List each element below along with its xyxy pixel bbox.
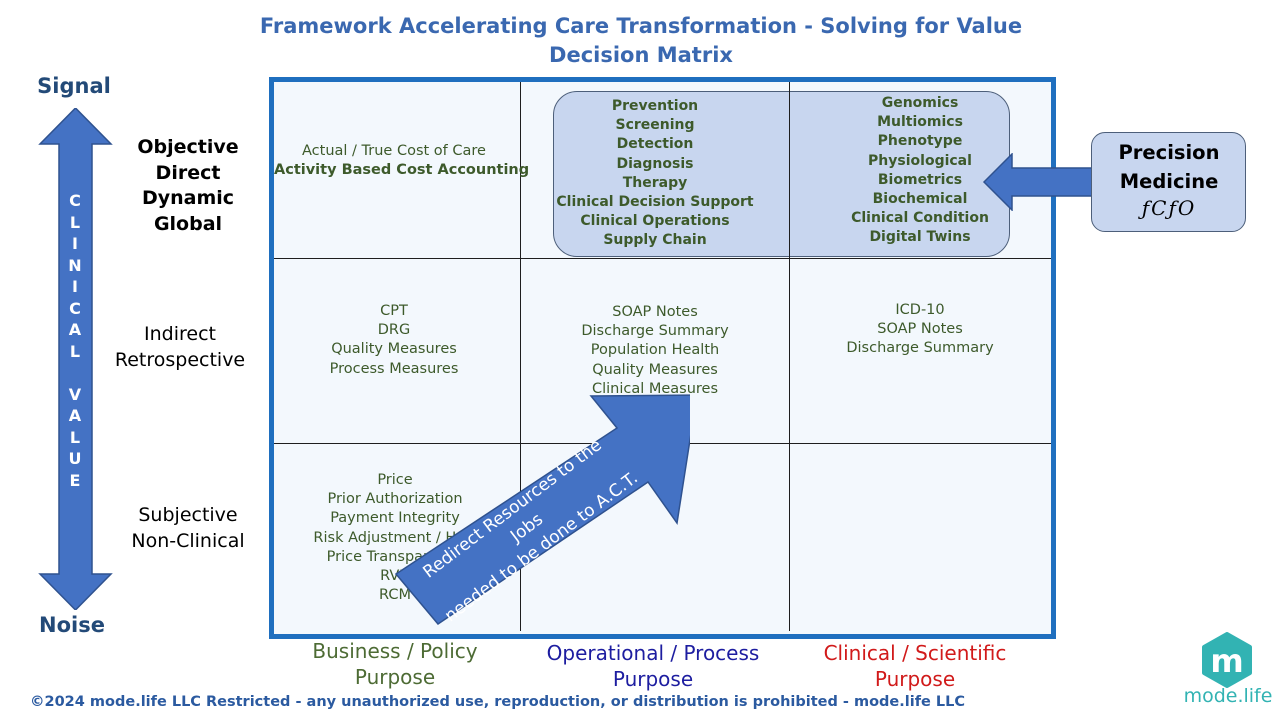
- title-line-1: Framework Accelerating Care Transformati…: [259, 14, 1023, 38]
- row-label-line: Retrospective: [114, 348, 246, 371]
- cell-line: Discharge Summary: [581, 323, 729, 340]
- row-label-line: Objective: [137, 136, 239, 158]
- column-label-line: Purpose: [874, 667, 956, 691]
- cell-line: Detection: [616, 136, 694, 153]
- precision-highlight-region: [553, 91, 1010, 257]
- grid-divider: [274, 258, 1051, 259]
- axis-vertical-letter: N: [68, 255, 82, 275]
- column-label-line: Operational / Process: [546, 641, 760, 665]
- cell-r1c2: Prevention Screening Detection Diagnosis…: [535, 97, 775, 251]
- row-label-objective: Objective Direct Dynamic Global: [108, 135, 268, 237]
- cell-line: RCM: [379, 587, 411, 604]
- cell-line: Process Measures: [329, 360, 459, 377]
- cell-line: Screening: [615, 117, 695, 134]
- cell-line: Quality Measures: [592, 361, 718, 378]
- axis-vertical-letter: I: [72, 277, 78, 296]
- axis-vertical-letter: L: [69, 212, 81, 232]
- cell-line: Digital Twins: [869, 229, 971, 246]
- cell-line: Risk Adjustment / HCC: [313, 529, 477, 546]
- precision-medicine-line: Medicine: [1119, 170, 1219, 193]
- axis-vertical-letter: L: [69, 427, 81, 447]
- cell-line: ICD-10: [895, 302, 945, 318]
- axis-vertical-letter: L: [69, 341, 81, 361]
- row-label-line: Direct: [155, 161, 221, 184]
- cell-r1c3: Genomics Multiomics Phenotype Physiologi…: [800, 94, 1040, 248]
- row-label-line: Non-Clinical: [131, 529, 245, 552]
- left-arrow-icon: [982, 153, 1093, 211]
- cell-line: DRG: [377, 322, 411, 339]
- axis-vertical-letter: E: [69, 470, 81, 490]
- cell-line: SOAP Notes: [612, 304, 698, 320]
- cell-line: Population Health: [590, 342, 720, 359]
- cell-r2c2: SOAP Notes Discharge Summary Population …: [535, 303, 775, 399]
- precision-medicine-box: [1091, 132, 1246, 232]
- cell-line: Multiomics: [877, 114, 963, 131]
- axis-top-label: Signal: [37, 74, 111, 98]
- axis-vertical-letter: A: [68, 320, 82, 339]
- axis-vertical-letter: U: [68, 449, 82, 468]
- axis-vertical-letter: A: [68, 406, 82, 425]
- row-label-line: Dynamic: [141, 187, 235, 209]
- double-arrow-vertical-icon: [38, 108, 113, 610]
- precision-medicine-formula: ƒCƒO: [1141, 196, 1197, 220]
- diagonal-arrow-icon: [394, 394, 690, 625]
- axis-vertical-letter: I: [72, 234, 78, 253]
- copyright-footer: ©2024 mode.life LLC Restricted - any una…: [30, 694, 966, 710]
- cell-line: Actual / True Cost of Care: [302, 143, 486, 159]
- column-label-business: Business / Policy Purpose: [255, 638, 535, 690]
- cell-line: Clinical Decision Support: [556, 194, 754, 211]
- cell-line: CPT: [380, 303, 408, 319]
- row-label-indirect: Indirect Retrospective: [100, 322, 260, 373]
- column-label-line: Clinical / Scientific: [823, 641, 1007, 665]
- grid-divider: [789, 91, 790, 257]
- cell-line: Therapy: [622, 174, 688, 191]
- column-label-line: Purpose: [612, 667, 694, 691]
- cell-line: Physiological: [868, 152, 972, 169]
- logo-wordmark: mode.life: [1183, 685, 1273, 707]
- cell-line: Biochemical: [872, 191, 968, 208]
- cell-line: Genomics: [881, 95, 959, 111]
- grid-divider: [789, 82, 790, 631]
- axis-vertical-letter: C: [69, 298, 81, 318]
- precision-medicine-line: Precision: [1118, 141, 1220, 164]
- cell-line: Discharge Summary: [846, 340, 994, 357]
- cell-line: Quality Measures: [331, 341, 457, 358]
- cell-line: Supply Chain: [603, 232, 707, 249]
- axis-vertical-letter: V: [68, 384, 82, 404]
- column-label-clinical: Clinical / Scientific Purpose: [775, 640, 1055, 692]
- diagram-title: Framework Accelerating Care Transformati…: [0, 12, 1280, 70]
- cell-line: Clinical Measures: [591, 380, 719, 397]
- cell-line: Payment Integrity: [330, 510, 460, 527]
- cell-r3c1: Price Prior Authorization Payment Integr…: [275, 471, 515, 605]
- cell-line: Clinical Condition: [851, 210, 989, 227]
- precision-medicine-label: Precision Medicine: [1091, 138, 1247, 196]
- mode-life-logo-icon: m: [1202, 632, 1252, 688]
- grid-divider: [520, 82, 521, 631]
- cell-r2c3: ICD-10 SOAP Notes Discharge Summary: [800, 301, 1040, 359]
- column-label-operational: Operational / Process Purpose: [513, 640, 793, 692]
- cell-line: Phenotype: [877, 133, 963, 150]
- cell-r1c1: Actual / True Cost of Care Activity Base…: [274, 142, 530, 180]
- cell-line: Clinical Operations: [580, 213, 730, 230]
- cell-line: SOAP Notes: [877, 321, 963, 338]
- column-label-line: Purpose: [354, 665, 436, 689]
- axis-bottom-label: Noise: [39, 613, 105, 637]
- cell-line: Price: [377, 472, 413, 488]
- title-line-2: Decision Matrix: [549, 43, 733, 67]
- cell-line: Activity Based Cost Accounting: [274, 162, 530, 179]
- cell-line: Prevention: [611, 98, 699, 114]
- row-label-line: Global: [153, 212, 223, 235]
- cell-line: Biometrics: [877, 171, 963, 188]
- column-label-line: Business / Policy: [312, 639, 478, 663]
- row-label-line: Indirect: [144, 323, 216, 345]
- cell-line: Diagnosis: [616, 155, 694, 172]
- cell-r2c1: CPT DRG Quality Measures Process Measure…: [274, 302, 514, 379]
- logo-letter: m: [1210, 642, 1243, 680]
- axis-vertical-letter: C: [69, 191, 81, 210]
- cell-line: Prior Authorization: [327, 491, 463, 508]
- row-label-line: Subjective: [138, 504, 238, 526]
- axis-vertical-letter: [64, 362, 86, 384]
- row-label-subjective: Subjective Non-Clinical: [108, 503, 268, 554]
